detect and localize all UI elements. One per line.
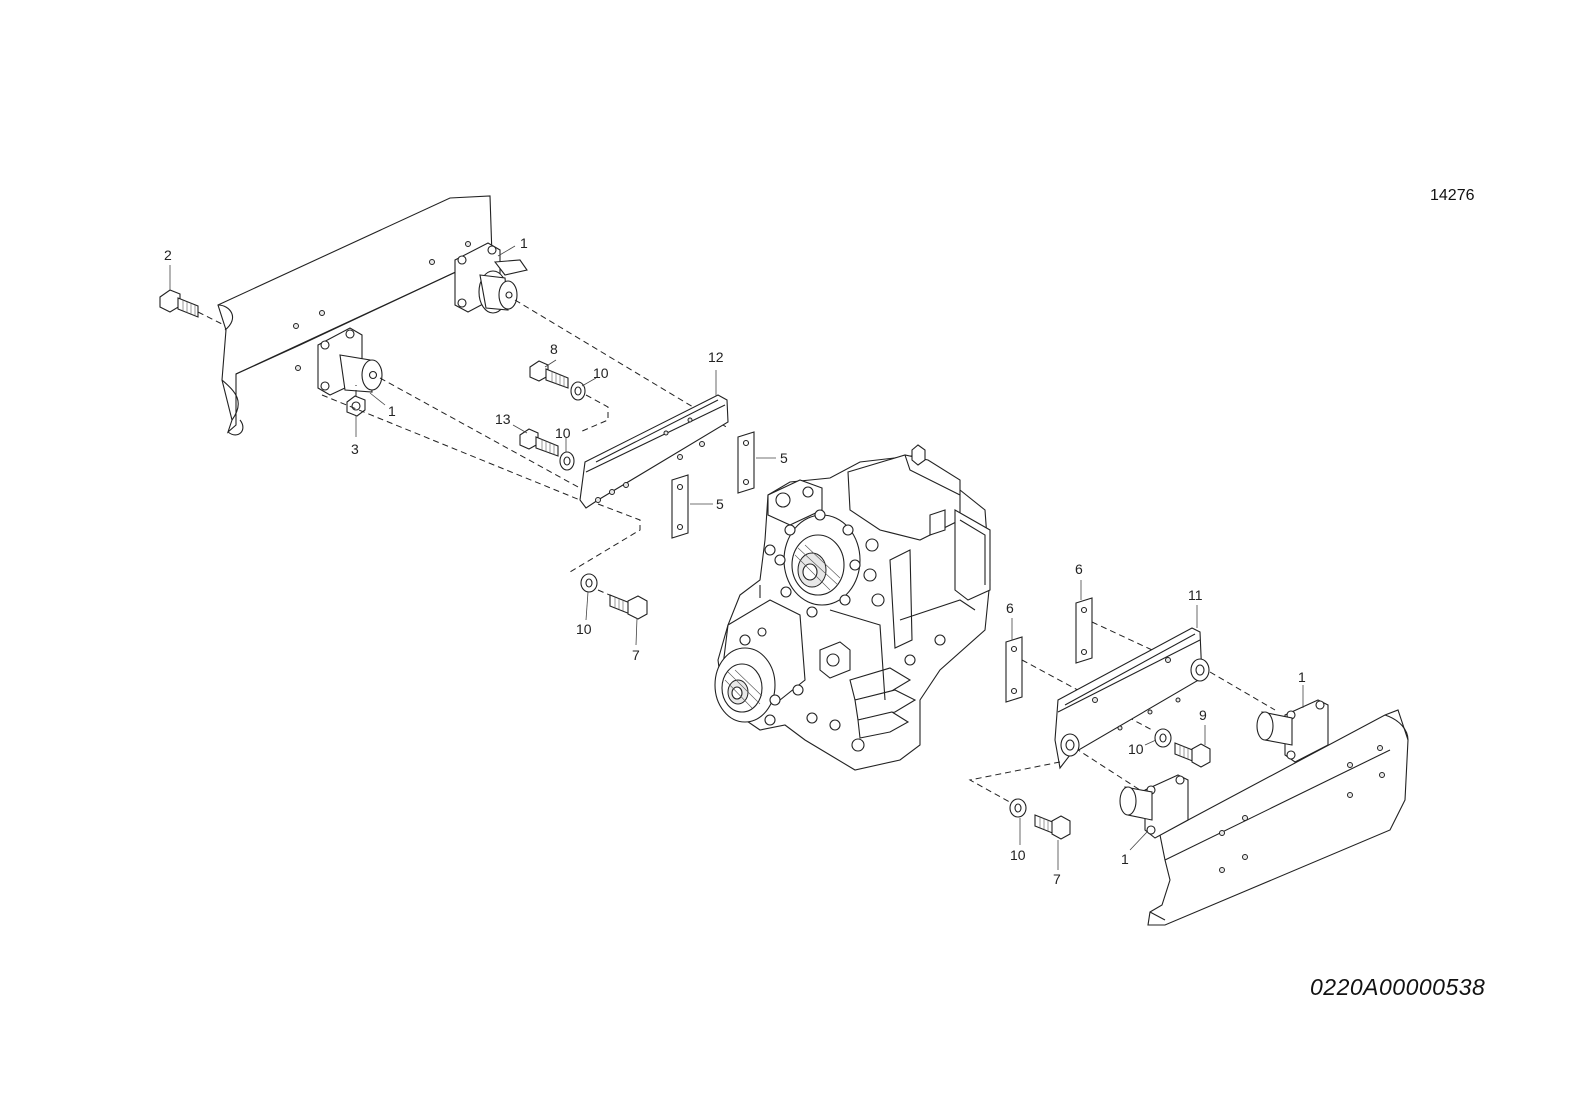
washer-part-10-middle — [559, 451, 575, 471]
part-callout: 10 — [1128, 741, 1144, 757]
part-callout: 8 — [550, 341, 558, 357]
drawing-code: 0220A00000538 — [1310, 974, 1485, 1000]
spacer-part-5-upper — [737, 431, 755, 494]
washer-part-10-right-middle — [1154, 728, 1172, 748]
sheet-number: 14276 — [1430, 187, 1475, 204]
part-callout: 12 — [708, 349, 724, 365]
bolt-part-13 — [519, 428, 559, 457]
part-callout: 1 — [1121, 851, 1129, 867]
alignment-line — [1209, 671, 1276, 711]
part-callout: 6 — [1075, 561, 1083, 577]
bolt-part-2 — [159, 289, 223, 325]
leader-lines — [169, 245, 1304, 870]
transfer-case-gearbox — [714, 444, 991, 771]
part-callout: 10 — [593, 365, 609, 381]
part-callout: 13 — [495, 411, 511, 427]
left-front-mount-bracket — [317, 327, 383, 396]
part-callout: 1 — [1298, 669, 1306, 685]
bolt-part-9 — [1174, 742, 1211, 768]
alignment-line — [1074, 747, 1141, 791]
right-front-mount-bracket — [1119, 774, 1189, 839]
spacer-part-6-lower — [1005, 636, 1023, 703]
part-callout: 10 — [576, 621, 592, 637]
bolt-part-7-left — [609, 594, 648, 620]
left-frame-rail — [217, 195, 493, 436]
part-callout: 1 — [520, 235, 528, 251]
part-callout: 9 — [1199, 707, 1207, 723]
alignment-line — [321, 394, 581, 501]
mounting-bracket-part-12 — [569, 394, 729, 573]
right-rear-mount-bracket — [1256, 699, 1329, 763]
part-callout: 7 — [1053, 871, 1061, 887]
part-callout: 10 — [1010, 847, 1026, 863]
part-callout: 5 — [716, 496, 724, 512]
washer-part-10-lower-left — [580, 573, 613, 597]
part-callout: 3 — [351, 441, 359, 457]
part-callout: 1 — [388, 403, 396, 419]
part-callout: 11 — [1188, 587, 1203, 603]
bolt-part-8 — [529, 360, 569, 389]
bolt-part-7-right — [1034, 814, 1071, 840]
part-callout: 6 — [1006, 600, 1014, 616]
mounting-bracket-part-11 — [968, 627, 1210, 806]
part-callout: 7 — [632, 647, 640, 663]
washer-part-10-upper — [570, 381, 609, 433]
part-callout: 5 — [780, 450, 788, 466]
alignment-line — [514, 299, 729, 429]
spacer-part-5-lower — [671, 474, 689, 539]
spacer-part-6-upper — [1075, 597, 1093, 664]
washer-part-10-lower-right — [1009, 798, 1027, 818]
part-callout: 10 — [555, 425, 571, 441]
part-callout: 2 — [164, 247, 172, 263]
right-frame-rail — [1147, 709, 1409, 926]
alignment-line — [379, 377, 599, 499]
left-rear-mount-bracket — [454, 242, 528, 314]
